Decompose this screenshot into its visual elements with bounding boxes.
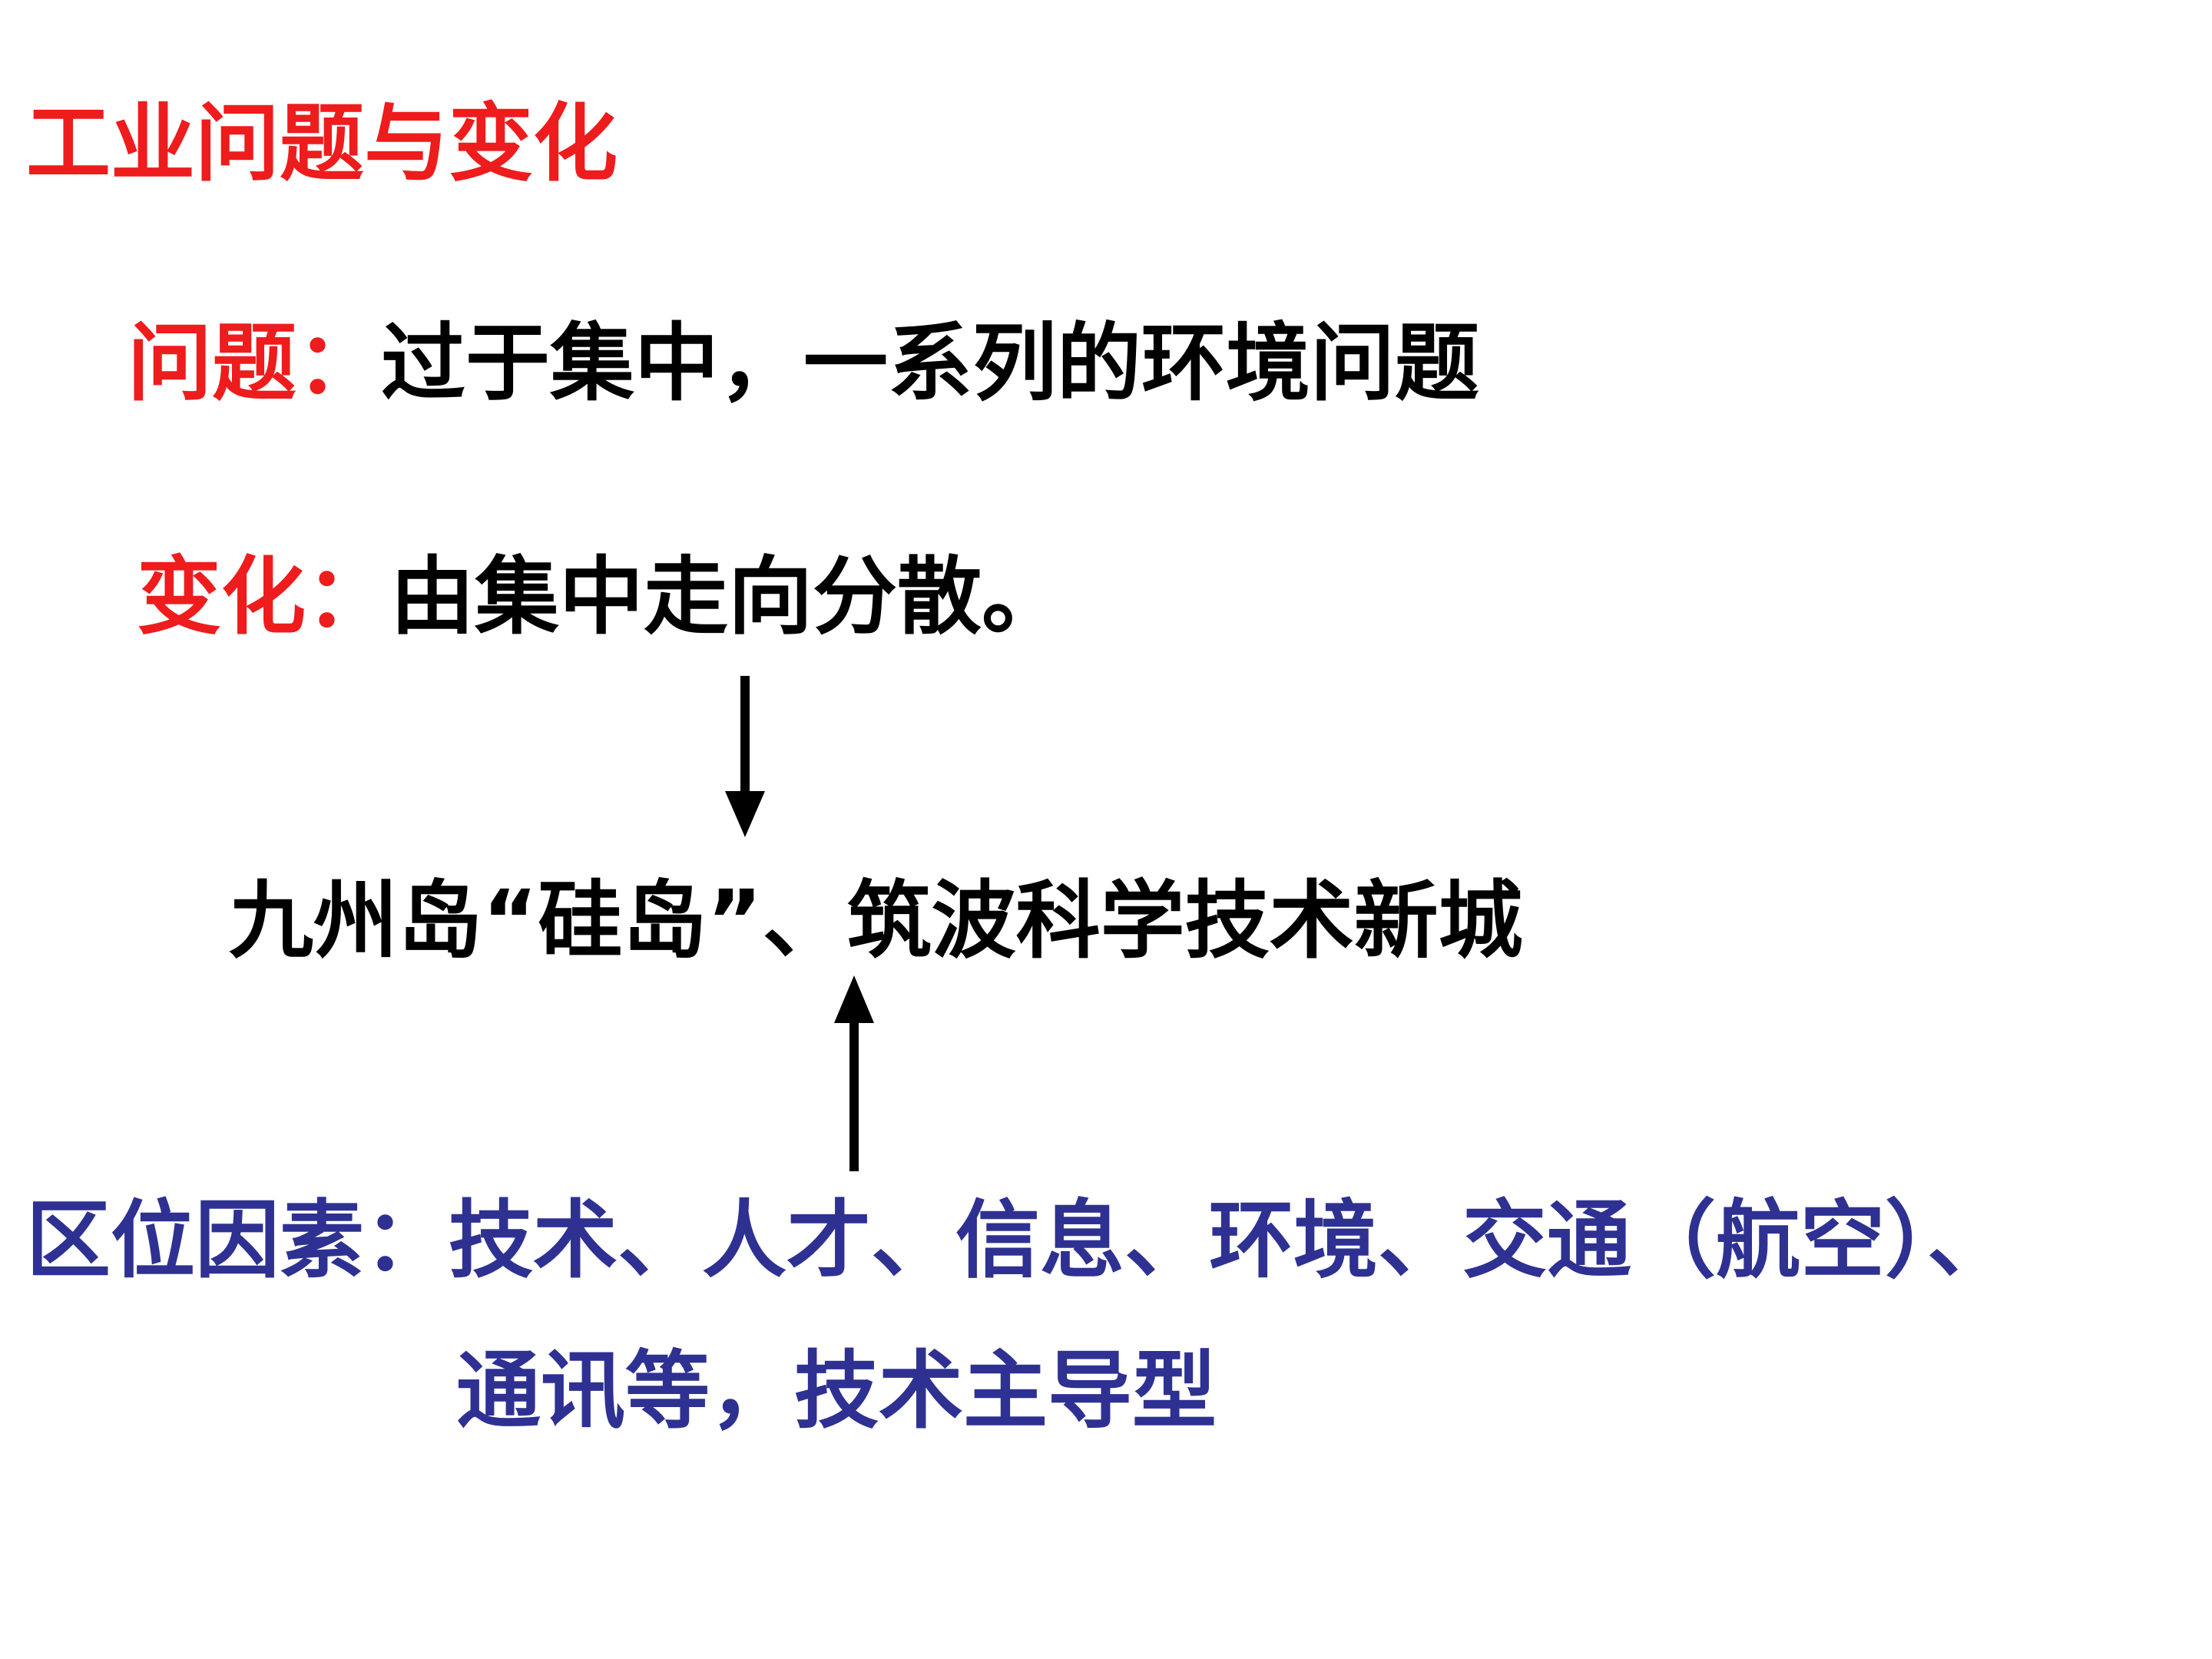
change-label: 变化： xyxy=(137,548,390,646)
problem-label: 问题： xyxy=(127,314,381,412)
result-text: 九州岛“硅岛”、筑波科学技术新城 xyxy=(229,872,1523,970)
arrow-up-icon xyxy=(834,975,874,1171)
arrow-down-icon xyxy=(725,676,765,837)
problem-row: 问题：过于集中，一系列的环境问题 xyxy=(127,321,1479,406)
change-row: 变化：由集中走向分散。 xyxy=(137,555,1066,639)
change-text: 由集中走向分散。 xyxy=(390,548,1066,646)
slide-title: 工业问题与变化 xyxy=(26,94,618,193)
factors-line-1: 区位因素：技术、人才、信息、环境、交通（航空）、 xyxy=(26,1191,2012,1290)
factors-line-2: 通讯等，技术主导型 xyxy=(456,1342,1217,1440)
problem-text: 过于集中，一系列的环境问题 xyxy=(381,314,1479,412)
